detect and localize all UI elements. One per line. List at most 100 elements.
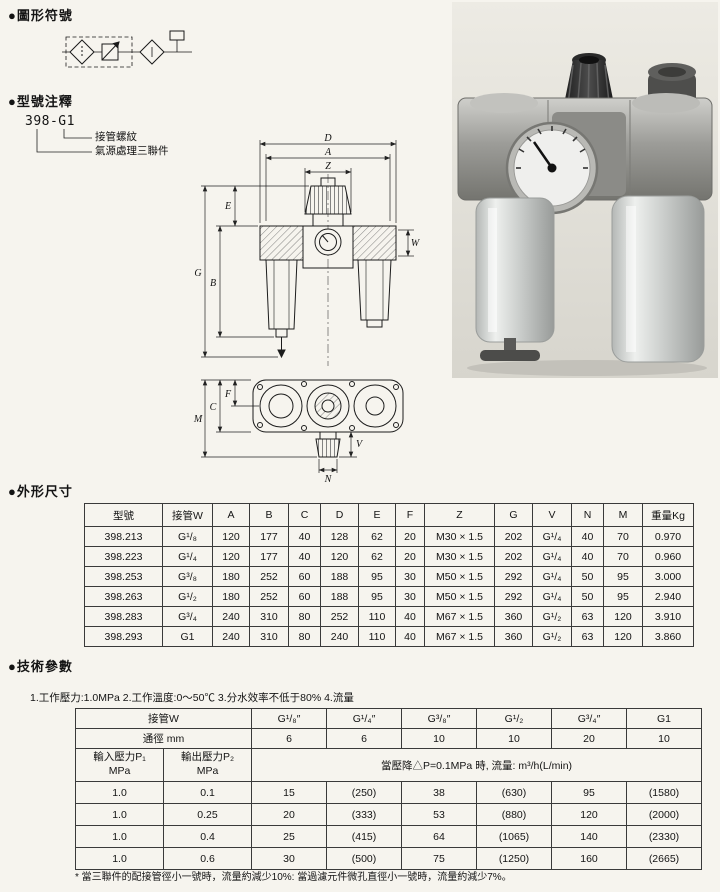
lubricator-symbol: [139, 39, 165, 65]
cell: 0.4: [163, 825, 252, 848]
cell: 360: [494, 606, 533, 627]
cell: 40: [571, 526, 604, 547]
cell: 30: [251, 847, 327, 870]
dimension-drawing: D A Z E W G B F C M V N: [193, 133, 421, 485]
cell: 398.223: [84, 546, 163, 567]
col-header: F: [395, 503, 425, 527]
cell: G³/₈: [162, 566, 213, 587]
input-pressure-label: 輸入壓力P₁: [93, 751, 146, 764]
cell: 40: [395, 626, 425, 647]
col-header: G¹/₂: [476, 708, 552, 729]
dim-label-n: N: [324, 474, 333, 485]
cell: G¹/₄: [532, 546, 572, 567]
cell: 177: [249, 546, 289, 567]
cell: 40: [288, 546, 321, 567]
cell: 310: [249, 606, 289, 627]
cell: (1065): [476, 825, 552, 848]
cell: 160: [551, 847, 627, 870]
tech-conditions-note: 1.工作壓力:1.0MPa 2.工作溫度:0～50℃ 3.分水效率不低于80% …: [30, 692, 354, 704]
cell: 64: [401, 825, 477, 848]
flow-condition-header: 當壓降△P=0.1MPa 時, 流量: m³/h(L/min): [251, 748, 702, 782]
cell: G¹/₄: [162, 546, 213, 567]
cell: 252: [249, 586, 289, 607]
cell: 292: [494, 566, 533, 587]
cell: (630): [476, 781, 552, 804]
cell: 120: [551, 803, 627, 826]
cell: 3.910: [642, 606, 694, 627]
cell: 20: [551, 728, 627, 749]
output-pressure-unit: MPa: [196, 765, 219, 777]
cell: 120: [603, 606, 643, 627]
symbol-section-heading: ●圖形符號: [8, 8, 73, 23]
cell: 120: [212, 526, 250, 547]
cell: 20: [251, 803, 327, 826]
cell: 120: [320, 546, 359, 567]
cell: 63: [571, 626, 604, 647]
cell: 1.0: [75, 847, 164, 870]
cell: 398.253: [84, 566, 163, 587]
cell: 6: [326, 728, 402, 749]
cell: 177: [249, 526, 289, 547]
col-header-pipe: 接管W: [75, 708, 252, 729]
cell: 292: [494, 586, 533, 607]
cell: 10: [401, 728, 477, 749]
cell: 20: [395, 546, 425, 567]
col-header: Z: [424, 503, 495, 527]
cell: 310: [249, 626, 289, 647]
cell: 70: [603, 526, 643, 547]
cell: 188: [320, 566, 359, 587]
cell: 0.960: [642, 546, 694, 567]
cell: 2.940: [642, 586, 694, 607]
col-header: G1: [626, 708, 702, 729]
cell: 15: [251, 781, 327, 804]
model-callout-lines: [36, 129, 92, 153]
cell: 95: [603, 586, 643, 607]
cell: 40: [395, 606, 425, 627]
input-pressure-unit: MPa: [108, 765, 131, 777]
col-header: G¹/₈″: [251, 708, 327, 729]
callout-thread-label: 接管螺紋: [95, 131, 137, 143]
cell: 240: [212, 606, 250, 627]
cell: 63: [571, 606, 604, 627]
cell: 398.213: [84, 526, 163, 547]
dim-label-e: E: [224, 201, 231, 212]
cell: 25: [251, 825, 327, 848]
filter-symbol: [69, 39, 95, 65]
cell: 398.293: [84, 626, 163, 647]
cell: M30 × 1.5: [424, 526, 495, 547]
cell: 80: [288, 606, 321, 627]
col-header: G³/₄″: [551, 708, 627, 729]
col-header: 接管W: [162, 503, 213, 527]
cell: G¹/₄: [532, 586, 572, 607]
cell: 95: [358, 586, 396, 607]
assembly-boundary: [65, 36, 133, 68]
col-header: D: [320, 503, 359, 527]
lubricator-bowl: [611, 195, 705, 363]
cell: (880): [476, 803, 552, 826]
dim-label-z: Z: [325, 161, 331, 172]
cell: 202: [494, 546, 533, 567]
cell: 120: [603, 626, 643, 647]
cell: 95: [551, 781, 627, 804]
model-section-heading: ●型號注釋: [8, 94, 73, 109]
cell: G¹/₂: [532, 626, 572, 647]
cell: 240: [320, 626, 359, 647]
cell: 3.860: [642, 626, 694, 647]
cell: M50 × 1.5: [424, 566, 495, 587]
cell: M50 × 1.5: [424, 586, 495, 607]
cell: 70: [603, 546, 643, 567]
cell: 40: [571, 546, 604, 567]
front-view: [259, 174, 397, 366]
cell: 10: [476, 728, 552, 749]
input-pressure-header: 輸入壓力P₁ MPa: [75, 748, 164, 782]
dims-section-heading: ●外形尺寸: [8, 484, 73, 499]
cell: 10: [626, 728, 702, 749]
cell: (1580): [626, 781, 702, 804]
